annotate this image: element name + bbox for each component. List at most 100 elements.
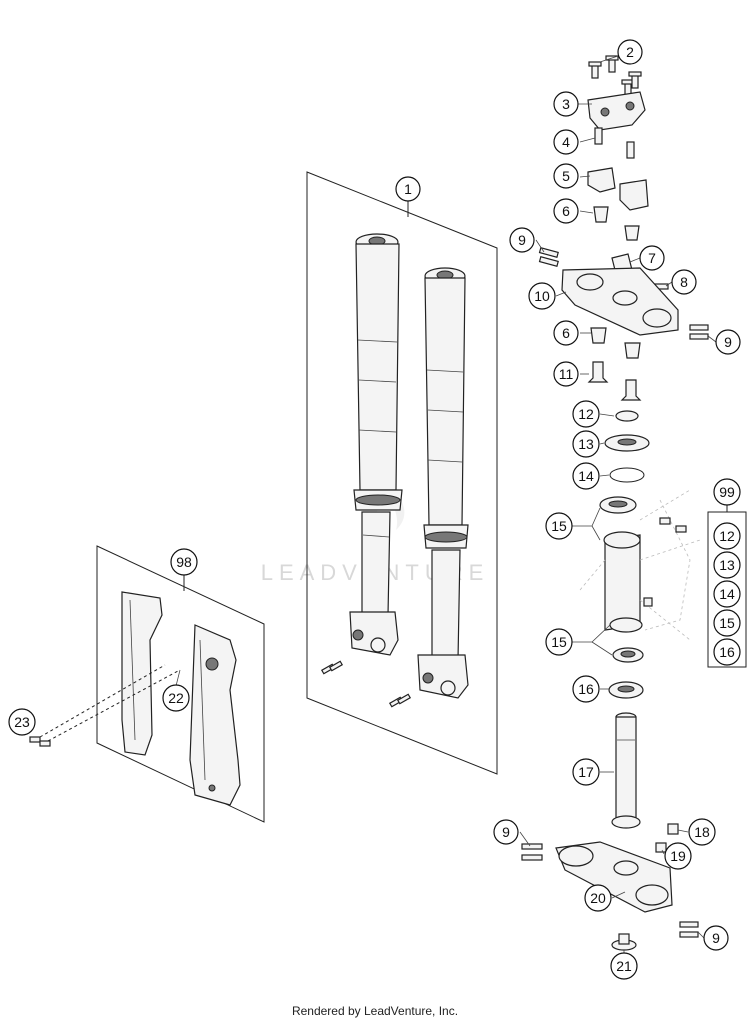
footer-credit: Rendered by LeadVenture, Inc. — [291, 1004, 459, 1018]
callout-5: 5 — [553, 163, 579, 189]
svg-text:23: 23 — [14, 714, 30, 730]
callout-7: 7 — [639, 245, 665, 271]
svg-text:14: 14 — [719, 586, 735, 602]
bolts-9-lower-left — [521, 843, 543, 861]
fork-guard-left — [121, 591, 163, 756]
o-ring-14 — [609, 467, 645, 483]
callout-2: 2 — [617, 39, 643, 65]
svg-text:12: 12 — [719, 528, 735, 544]
svg-text:16: 16 — [719, 644, 735, 660]
svg-text:4: 4 — [562, 134, 570, 150]
callout-3: 3 — [553, 91, 579, 117]
svg-text:22: 22 — [168, 690, 184, 706]
nut-19 — [655, 842, 667, 853]
kit-99-item-13: 13 — [713, 551, 741, 579]
callout-11: 11 — [553, 361, 579, 387]
svg-text:19: 19 — [670, 848, 686, 864]
callout-1: 1 — [395, 176, 421, 202]
handlebar-clamp — [587, 91, 646, 131]
svg-text:18: 18 — [694, 824, 710, 840]
bolts-9-top — [538, 247, 559, 267]
callout-9-right: 9 — [715, 329, 741, 355]
callout-99: 99 — [713, 478, 741, 506]
callout-9-lower-right: 9 — [703, 925, 729, 951]
seal-16 — [608, 681, 644, 699]
callout-10: 10 — [528, 282, 556, 310]
bolt-18 — [667, 823, 679, 835]
bearing-15-lower — [609, 617, 644, 663]
callout-14: 14 — [572, 462, 600, 490]
svg-text:6: 6 — [562, 325, 570, 341]
steering-stem-17 — [611, 712, 641, 829]
bolts-9-lower-right — [679, 921, 699, 938]
svg-text:12: 12 — [578, 406, 594, 422]
kit-99-item-12: 12 — [713, 522, 741, 550]
svg-text:99: 99 — [719, 484, 735, 500]
svg-text:15: 15 — [719, 615, 735, 631]
callout-6-bottom: 6 — [553, 320, 579, 346]
kit-99-item-14: 14 — [713, 580, 741, 608]
callout-22: 22 — [162, 684, 190, 712]
lower-clamps-5 — [587, 167, 649, 211]
fork-guard-right — [189, 624, 241, 806]
callout-4: 4 — [553, 129, 579, 155]
bearing-15-upper — [599, 496, 637, 514]
svg-text:15: 15 — [551, 518, 567, 534]
callout-17: 17 — [572, 758, 600, 786]
svg-text:13: 13 — [719, 557, 735, 573]
fork-leg-left — [349, 233, 403, 656]
svg-text:14: 14 — [578, 468, 594, 484]
svg-text:13: 13 — [578, 436, 594, 452]
callout-19: 19 — [664, 842, 692, 870]
clamp-bolts-4 — [594, 127, 635, 159]
svg-text:16: 16 — [578, 681, 594, 697]
callout-18: 18 — [688, 818, 716, 846]
frame-steering-head — [579, 489, 701, 641]
callout-20: 20 — [584, 884, 612, 912]
callout-98: 98 — [170, 548, 198, 576]
callout-15-lower: 15 — [545, 628, 573, 656]
washer-21 — [611, 933, 637, 951]
svg-text:7: 7 — [648, 250, 656, 266]
seal-ring-13 — [604, 434, 650, 452]
callout-9-lower-left: 9 — [493, 819, 519, 845]
callout-12: 12 — [572, 400, 600, 428]
kit-99-item-16: 16 — [713, 638, 741, 666]
rubber-bushings-6-bottom — [590, 327, 641, 359]
svg-text:15: 15 — [551, 634, 567, 650]
leader-lines — [175, 55, 717, 953]
callout-16: 16 — [572, 675, 600, 703]
svg-text:1: 1 — [404, 181, 412, 197]
svg-text:9: 9 — [724, 334, 732, 350]
dust-seal-12 — [615, 410, 639, 422]
fork-guard-panel — [96, 545, 265, 823]
svg-text:5: 5 — [562, 168, 570, 184]
svg-text:20: 20 — [590, 890, 606, 906]
axle-bolts-left — [320, 660, 344, 675]
callout-23: 23 — [8, 708, 36, 736]
svg-text:11: 11 — [559, 366, 574, 382]
svg-text:10: 10 — [534, 288, 550, 304]
callout-8: 8 — [671, 269, 697, 295]
svg-text:6: 6 — [562, 203, 570, 219]
svg-text:2: 2 — [626, 44, 634, 60]
callout-15-upper: 15 — [545, 512, 573, 540]
callout-21: 21 — [610, 952, 638, 980]
svg-text:9: 9 — [518, 232, 526, 248]
bushings-11 — [587, 361, 642, 401]
kit-99-item-15: 15 — [713, 609, 741, 637]
axle-bolts-right — [388, 693, 412, 708]
fork-leg-right — [417, 267, 469, 699]
guard-screws — [29, 664, 179, 747]
upper-triple-clamp-10 — [561, 267, 679, 336]
fork-assembly-panel — [306, 171, 498, 775]
callout-6-top: 6 — [553, 198, 579, 224]
svg-text:9: 9 — [712, 930, 720, 946]
svg-text:17: 17 — [578, 764, 594, 780]
svg-text:8: 8 — [680, 274, 688, 290]
svg-text:3: 3 — [562, 96, 570, 112]
lower-triple-clamp-20 — [555, 841, 673, 913]
svg-text:21: 21 — [616, 958, 632, 974]
svg-text:98: 98 — [176, 554, 192, 570]
